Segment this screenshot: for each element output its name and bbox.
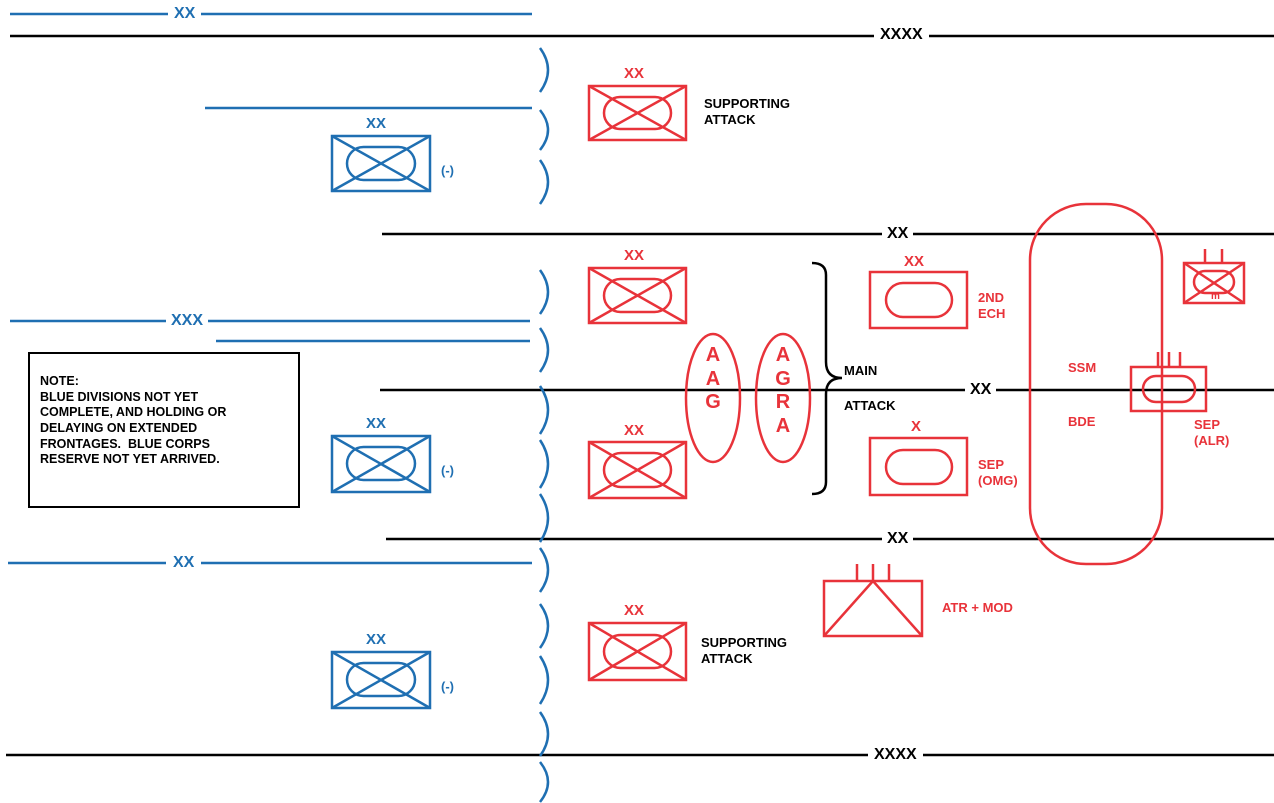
- red-sep-alr-label: SEP (ALR): [1194, 417, 1230, 448]
- red-supporting-division-top: [587, 84, 688, 142]
- red-sep-omg-echelon: X: [911, 418, 922, 435]
- front-arc: [538, 711, 550, 757]
- div-mid-boundary-label: XX: [965, 382, 997, 398]
- red-small-mech-unit: [1182, 249, 1246, 305]
- main-attack-bracket: [811, 261, 843, 496]
- front-arc: [538, 439, 550, 489]
- blue-division-unit-2: [330, 434, 432, 494]
- blue-division-unit-1: [330, 134, 432, 193]
- front-arc: [538, 269, 550, 315]
- red-sep-omg-unit: [868, 436, 969, 497]
- blue-division-unit-3: [330, 650, 432, 710]
- aag-label: A A G: [705, 344, 721, 414]
- front-arc: [538, 547, 550, 593]
- front-arc: [539, 761, 550, 803]
- agra-label: A G R A: [775, 344, 791, 437]
- front-arc: [538, 385, 550, 435]
- front-arc: [538, 159, 550, 205]
- red-sep-alr-unit: [1129, 352, 1208, 413]
- aag-ellipse: [684, 332, 742, 464]
- red-ssm-brigade-area: [1028, 202, 1164, 566]
- note-text: NOTE: BLUE DIVISIONS NOT YET COMPLETE, A…: [40, 374, 227, 467]
- blue-unit-2-modifier: (-): [441, 463, 454, 478]
- red-top-support-label: SUPPORTING ATTACK: [704, 96, 790, 127]
- red-main-upper-echelon: XX: [624, 247, 645, 264]
- red-second-ech-label: 2ND ECH: [978, 290, 1006, 321]
- front-line-arcs: [538, 47, 550, 803]
- blue-unit-1-echelon: XX: [366, 115, 387, 132]
- red-ssm-label: SSM: [1068, 360, 1097, 375]
- army-top-boundary-label: XXXX: [874, 27, 929, 43]
- red-main-lower-echelon: XX: [624, 422, 645, 439]
- front-arc: [538, 47, 550, 93]
- front-arc: [539, 109, 550, 151]
- blue-unit-3-modifier: (-): [441, 679, 454, 694]
- red-bde-label: BDE: [1068, 414, 1096, 429]
- red-main-division-upper: [587, 266, 688, 325]
- blue-bottom-boundary-label: XX: [166, 555, 202, 571]
- red-small-unit-label: m: [1211, 291, 1220, 302]
- div-upper-boundary-label: XX: [882, 226, 914, 242]
- red-top-support-echelon: XX: [624, 65, 645, 82]
- red-sep-omg-label: SEP (OMG): [978, 457, 1018, 488]
- red-second-echelon-unit: [868, 270, 969, 330]
- red-supporting-division-bottom: [587, 621, 688, 682]
- main-attack-label-top: MAIN: [844, 363, 878, 378]
- front-arc: [538, 327, 550, 373]
- div-lower-boundary-label: XX: [882, 531, 914, 547]
- front-arc: [538, 603, 550, 649]
- blue-corps-boundary-label: XXX: [166, 313, 209, 329]
- front-arc: [538, 493, 550, 543]
- blue-top-boundary-label: XX: [168, 6, 202, 22]
- red-bottom-support-label: SUPPORTING ATTACK: [701, 635, 787, 666]
- red-second-ech-echelon: XX: [904, 253, 925, 270]
- blue-unit-3-echelon: XX: [366, 631, 387, 648]
- red-atr-mod-unit: [822, 564, 924, 638]
- blue-unit-1-modifier: (-): [441, 163, 454, 178]
- red-atr-mod-label: ATR + MOD: [942, 600, 1013, 615]
- main-attack-label-bottom: ATTACK: [844, 398, 896, 413]
- agra-ellipse: [754, 332, 812, 464]
- blue-unit-2-echelon: XX: [366, 415, 387, 432]
- army-bottom-boundary-label: XXXX: [868, 747, 923, 763]
- front-arc: [538, 655, 550, 705]
- red-main-division-lower: [587, 440, 688, 500]
- red-bottom-support-echelon: XX: [624, 602, 645, 619]
- note-box: NOTE: BLUE DIVISIONS NOT YET COMPLETE, A…: [28, 352, 300, 508]
